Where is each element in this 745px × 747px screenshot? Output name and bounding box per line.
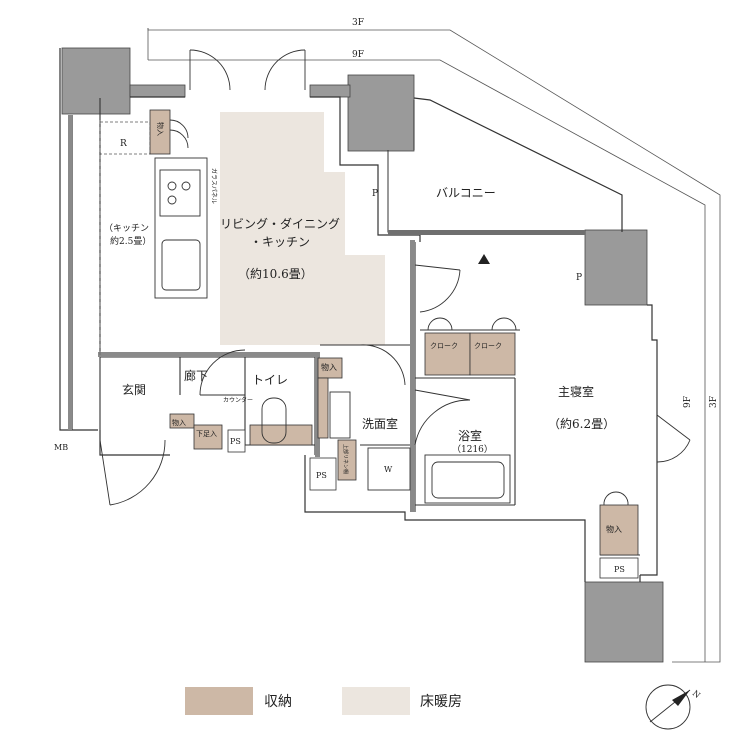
storage-label-wash: 物入 — [321, 362, 337, 372]
living-label-line2: ・キッチン — [250, 235, 310, 249]
storage-label-bedroom: 物入 — [606, 524, 622, 534]
ps-label-3: PS — [614, 565, 625, 574]
kitchen-label-line2: 約2.5畳） — [110, 235, 151, 247]
floor-marker-outer: 3F — [352, 18, 364, 28]
kitchen-label-line1: （キッチン — [104, 223, 149, 234]
fridge-space — [99, 121, 151, 155]
structural-walls — [61, 47, 664, 663]
washroom-label: 洗面室 — [362, 416, 398, 431]
storage-label-entrance: 物入 — [172, 418, 186, 427]
pipe-label-1: P — [372, 189, 378, 199]
linen-label: 上部リネン棚 — [342, 444, 349, 474]
meter-box-label: MB — [54, 443, 68, 452]
svg-text:N: N — [691, 689, 702, 700]
legend-floor-heating-swatch — [342, 687, 410, 715]
living-label-line1: リビング・ダイニング — [220, 216, 340, 231]
floor-marker-outer-side: 3F — [709, 396, 719, 408]
outer-boundary-lines — [147, 28, 721, 663]
bathroom-label: 浴室 — [458, 428, 482, 443]
legend-storage-label: 収納 — [264, 694, 292, 710]
washroom-fixtures — [329, 391, 511, 504]
balcony-sash-track — [388, 230, 585, 235]
ps-box-3 — [599, 557, 639, 579]
balcony-outline — [387, 100, 585, 233]
storage-areas — [149, 109, 639, 556]
ps-box-2 — [309, 457, 337, 491]
hallway-label: 廊下 — [184, 368, 208, 383]
counter-label: カウンター — [223, 396, 253, 404]
floor-marker-inner-side: 9F — [683, 396, 693, 408]
floor-marker-inner: 9F — [352, 50, 364, 60]
floor-heating-area — [220, 112, 385, 345]
balcony-label: バルコニー — [436, 186, 496, 200]
living-size: （約10.6畳） — [238, 266, 313, 281]
shoe-box-label: 下足入 — [196, 430, 217, 438]
cloak-label-1: クローク — [430, 342, 458, 350]
entrance-marker-icon — [478, 254, 490, 264]
master-bedroom-label: 主寝室 — [558, 384, 594, 399]
storage-label-kitchen: 物入 — [156, 122, 165, 136]
ps-label-1: PS — [230, 437, 241, 446]
bathroom-size: （1216） — [452, 444, 493, 455]
entrance-label: 玄関 — [122, 382, 146, 397]
legend-floor-heating-label: 床暖房 — [420, 694, 462, 710]
fridge-label: R — [120, 139, 127, 149]
toilet-label: トイレ — [252, 373, 288, 387]
north-arrow-icon: N — [645, 684, 702, 730]
glass-panel-label: ガラスパネル — [210, 168, 218, 204]
legend-storage-swatch — [185, 687, 253, 715]
ps-label-2: PS — [316, 471, 327, 480]
cloak-label-2: クローク — [474, 342, 502, 350]
ps-box — [227, 429, 246, 453]
doors — [99, 49, 691, 506]
pipe-label-2: P — [576, 273, 582, 283]
toilet-fixture — [261, 397, 287, 444]
master-bedroom-size: （約6.2畳） — [548, 416, 615, 431]
washer-label: W — [384, 465, 393, 474]
hatched-walls — [68, 115, 415, 512]
kitchen-counter — [154, 157, 208, 299]
